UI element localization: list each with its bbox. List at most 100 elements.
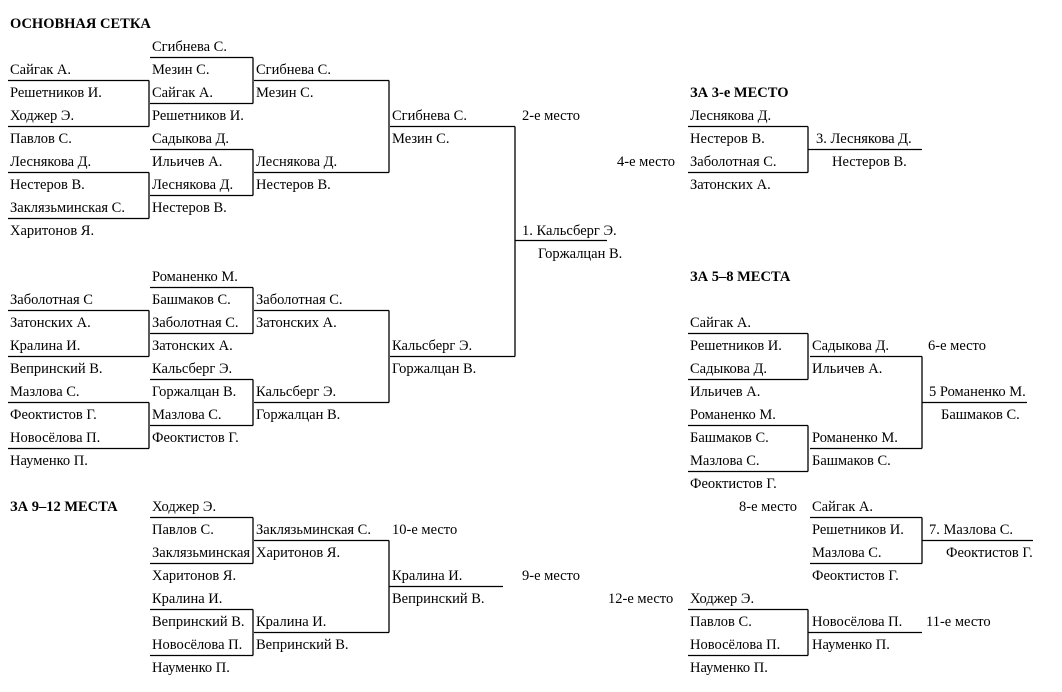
player-name: Мазлова С.: [152, 407, 222, 423]
player-name: Заклязьминская С.: [256, 522, 371, 538]
player-name: Сайгак А.: [812, 499, 874, 515]
player-name: Мазлова С.: [812, 545, 882, 561]
player-name: Горжалцан В.: [392, 361, 477, 377]
fifth-place-winner: 5 Романенко М.: [929, 384, 1026, 400]
player-name: Кальсберг Э.: [392, 338, 473, 354]
player-name: Новосёлова П.: [10, 430, 101, 446]
player-name: Решетников И.: [10, 85, 102, 101]
player-name: Решетников И.: [812, 522, 904, 538]
player-name: Сайгак А.: [152, 85, 214, 101]
player-name: Нестеров В.: [256, 177, 331, 193]
player-name: Садыкова Д.: [152, 131, 230, 147]
player-name: Башмаков С.: [690, 430, 769, 446]
section-title-5-8: ЗА 5–8 МЕСТА: [690, 269, 791, 285]
player-name: Леснякова Д.: [152, 177, 234, 193]
player-name: Кралина И.: [10, 338, 81, 354]
place-label: 6-е место: [928, 338, 986, 354]
player-name: Науменко П.: [10, 453, 88, 469]
section-title-9-12: ЗА 9–12 МЕСТА: [10, 499, 118, 515]
player-name: Феоктистов Г.: [152, 430, 239, 446]
player-name: Заболотная С: [10, 292, 93, 308]
player-name: Романенко М.: [690, 407, 776, 423]
player-name: Науменко П.: [812, 637, 890, 653]
section-title-main: ОСНОВНАЯ СЕТКА: [10, 16, 151, 32]
player-name: Вепринский В.: [10, 361, 103, 377]
player-name: Заклязьминская С.: [10, 200, 125, 216]
player-name: Ильичев А.: [690, 384, 761, 400]
player-name: Ходжер Э.: [152, 499, 217, 515]
player-name: Кралина И.: [392, 568, 463, 584]
player-name: Кралина И.: [256, 614, 327, 630]
champion-partner: Горжалцан В.: [538, 246, 623, 262]
player-name: Леснякова Д.: [256, 154, 338, 170]
third-place-winner: 3. Леснякова Д.: [816, 131, 912, 147]
player-name: Кралина И.: [152, 591, 223, 607]
player-name: Сайгак А.: [10, 62, 72, 78]
player-name: Сайгак А.: [690, 315, 752, 331]
player-name: Заклязьминская С.: [152, 545, 254, 561]
player-name: Кальсберг Э.: [152, 361, 233, 377]
place-label: 2-е место: [522, 108, 580, 124]
player-name: Вепринский В.: [392, 591, 485, 607]
player-name: Мезин С.: [152, 62, 210, 78]
fifth-place-partner: Башмаков С.: [941, 407, 1020, 423]
place-label: 8-е место: [739, 499, 797, 515]
player-name: Решетников И.: [690, 338, 782, 354]
player-name: Феоктистов Г.: [812, 568, 899, 584]
player-name: Харитонов Я.: [256, 545, 341, 561]
champion-name: 1. Кальсберг Э.: [522, 223, 617, 239]
player-name: Затонских А.: [690, 177, 771, 193]
place-label: 9-е место: [522, 568, 580, 584]
player-name: Павлов С.: [152, 522, 214, 538]
player-name: Ходжер Э.: [10, 108, 75, 124]
player-name: Ильичев А.: [812, 361, 883, 377]
player-name: Феоктистов Г.: [10, 407, 97, 423]
player-name: Сгибнева С.: [256, 62, 331, 78]
player-name: Науменко П.: [690, 660, 768, 676]
player-name: Романенко М.: [812, 430, 898, 446]
section-title-third: ЗА 3-е МЕСТО: [690, 85, 789, 101]
place-label: 10-е место: [392, 522, 458, 538]
place-label: 11-е место: [926, 614, 991, 630]
player-name: Горжалцан В.: [256, 407, 341, 423]
player-name: Сгибнева С.: [152, 39, 227, 55]
seventh-place-partner: Феоктистов Г.: [946, 545, 1033, 561]
player-name: Сгибнева С.: [392, 108, 467, 124]
player-name: Науменко П.: [152, 660, 230, 676]
seventh-place-winner: 7. Мазлова С.: [929, 522, 1014, 538]
player-name: Затонских А.: [152, 338, 233, 354]
player-name: Романенко М.: [152, 269, 238, 285]
player-name: Ильичев А.: [152, 154, 223, 170]
player-name: Заболотная С.: [690, 154, 777, 170]
player-name: Заболотная С.: [152, 315, 239, 331]
place-label: 12-е место: [608, 591, 674, 607]
player-name: Новосёлова П.: [690, 637, 781, 653]
third-place-partner: Нестеров В.: [832, 154, 907, 170]
player-name: Новосёлова П.: [152, 637, 243, 653]
player-name: Нестеров В.: [152, 200, 227, 216]
player-name: Затонских А.: [10, 315, 91, 331]
player-name: Нестеров В.: [10, 177, 85, 193]
player-name: Вепринский В.: [256, 637, 349, 653]
player-name: Ходжер Э.: [690, 591, 755, 607]
place-label: 4-е место: [617, 154, 675, 170]
player-name: Харитонов Я.: [152, 568, 237, 584]
player-name: Мезин С.: [392, 131, 450, 147]
player-name: Заболотная С.: [256, 292, 343, 308]
player-name: Горжалцан В.: [152, 384, 237, 400]
player-name: Харитонов Я.: [10, 223, 95, 239]
player-name: Павлов С.: [690, 614, 752, 630]
player-name: Садыкова Д.: [812, 338, 890, 354]
player-name: Мазлова С.: [690, 453, 760, 469]
player-name: Садыкова Д.: [690, 361, 768, 377]
player-name: Кальсберг Э.: [256, 384, 337, 400]
player-name: Башмаков С.: [152, 292, 231, 308]
player-name: Леснякова Д.: [690, 108, 772, 124]
player-name: Мазлова С.: [10, 384, 80, 400]
player-name: Леснякова Д.: [10, 154, 92, 170]
player-name: Новосёлова П.: [812, 614, 903, 630]
player-name: Феоктистов Г.: [690, 476, 777, 492]
player-name: Мезин С.: [256, 85, 314, 101]
